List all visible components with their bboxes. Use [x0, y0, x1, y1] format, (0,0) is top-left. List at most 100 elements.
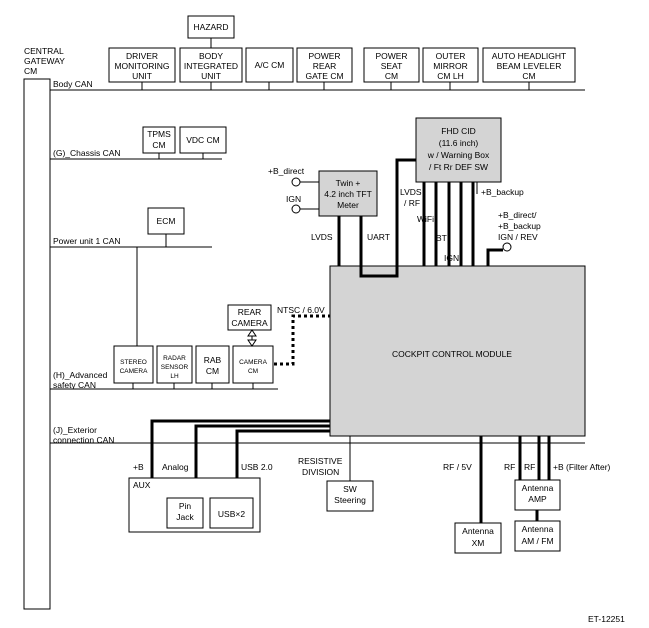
svg-text:CAMERA: CAMERA: [120, 368, 148, 375]
antenna-amp-unit: RF RF +B (Filter After) Antenna AMP: [504, 436, 611, 511]
svg-text:CM: CM: [248, 368, 258, 375]
aux-input-lines: +B Analog USB 2.0: [133, 419, 330, 498]
svg-text:RAB: RAB: [204, 355, 222, 365]
svg-text:XM: XM: [472, 538, 485, 548]
svg-text:LVDS: LVDS: [311, 232, 333, 242]
svg-text:REAR: REAR: [238, 307, 262, 317]
body-integrated-unit: BODY INTEGRATED UNIT: [179, 47, 243, 90]
svg-text:CM: CM: [24, 66, 37, 76]
svg-text:(H)_Advanced: (H)_Advanced: [53, 370, 108, 380]
tft-meter-unit: Twin + 4.2 inch TFT Meter: [318, 170, 378, 217]
svg-text:Meter: Meter: [337, 200, 359, 210]
svg-text:IGN: IGN: [286, 194, 301, 204]
svg-text:INTEGRATED: INTEGRATED: [184, 61, 238, 71]
svg-text:SEAT: SEAT: [381, 61, 403, 71]
hazard-unit: HAZARD: [187, 15, 235, 48]
svg-text:TPMS: TPMS: [147, 129, 171, 139]
svg-text:Antenna: Antenna: [522, 483, 554, 493]
cockpit-control-module: COCKPIT CONTROL MODULE: [329, 265, 586, 437]
meter-uart-link: UART: [359, 158, 416, 278]
svg-text:CENTRAL: CENTRAL: [24, 46, 64, 56]
radar-sensor-lh-unit: RADAR SENSOR LH: [156, 345, 193, 389]
svg-text:ECM: ECM: [157, 216, 176, 226]
svg-text:COCKPIT CONTROL MODULE: COCKPIT CONTROL MODULE: [392, 349, 512, 359]
svg-text:(11.6 inch): (11.6 inch): [439, 138, 479, 148]
central-gateway: CENTRAL GATEWAY CM: [23, 46, 65, 610]
exterior-can-bus: (J)_Exterior connection CAN: [50, 425, 585, 445]
svg-text:CM: CM: [385, 71, 398, 81]
svg-text:GATE CM: GATE CM: [305, 71, 343, 81]
svg-text:REAR: REAR: [313, 61, 337, 71]
svg-text:+B_direct/: +B_direct/: [498, 210, 537, 220]
svg-text:+B_backup: +B_backup: [481, 187, 524, 197]
svg-text:WiFi: WiFi: [417, 214, 434, 224]
svg-text:LH: LH: [170, 373, 179, 380]
svg-text:LVDS: LVDS: [400, 187, 422, 197]
svg-text:+B_backup: +B_backup: [498, 221, 541, 231]
svg-text:BT: BT: [436, 233, 447, 243]
sw-steering-unit: RESISTIVE DIVISION SW Steering: [298, 436, 374, 512]
svg-text:+B (Filter After): +B (Filter After): [553, 462, 611, 472]
ac-cm-unit: A/C CM: [245, 47, 294, 90]
camera-link-arrow: [247, 329, 257, 347]
svg-text:MONITORING: MONITORING: [114, 61, 169, 71]
svg-text:USB 2.0: USB 2.0: [241, 462, 273, 472]
svg-text:HAZARD: HAZARD: [194, 22, 229, 32]
svg-text:SENSOR: SENSOR: [161, 364, 189, 371]
svg-text:STEREO: STEREO: [120, 359, 147, 366]
meter-ign-terminal: IGN: [286, 194, 319, 214]
svg-text:GATEWAY: GATEWAY: [24, 56, 65, 66]
svg-text:A/C CM: A/C CM: [255, 60, 285, 70]
svg-text:MIRROR: MIRROR: [433, 61, 467, 71]
rab-cm-unit: RAB CM: [195, 345, 230, 389]
svg-text:UART: UART: [367, 232, 390, 242]
tpms-cm-unit: TPMS CM: [142, 126, 176, 159]
svg-text:AM / FM: AM / FM: [521, 536, 553, 546]
pin-jack-unit: Pin Jack: [166, 497, 204, 529]
svg-text:VDC CM: VDC CM: [186, 135, 220, 145]
meter-lvds-link: LVDS: [311, 216, 341, 266]
power-unit-can-bus: Power unit 1 CAN: [50, 236, 212, 248]
svg-text:(G)_Chassis CAN: (G)_Chassis CAN: [53, 148, 121, 158]
camera-cm-unit: CAMERA CM: [232, 345, 274, 389]
auto-headlight-beam-leveler-cm-unit: AUTO HEADLIGHT BEAM LEVELER CM: [482, 47, 576, 90]
svg-text:POWER: POWER: [308, 51, 340, 61]
meter-b-direct-terminal: +B_direct: [268, 166, 319, 187]
svg-text:/ RF: / RF: [404, 198, 420, 208]
svg-text:Antenna: Antenna: [522, 524, 554, 534]
svg-text:Power unit 1 CAN: Power unit 1 CAN: [53, 236, 121, 246]
chassis-can-bus: (G)_Chassis CAN: [50, 148, 222, 160]
svg-text:CAMERA: CAMERA: [231, 318, 268, 328]
svg-text:RADAR: RADAR: [163, 355, 186, 362]
svg-text:Analog: Analog: [162, 462, 189, 472]
advanced-safety-can-bus: (H)_Advanced safety CAN: [50, 370, 278, 390]
svg-text:FHD CID: FHD CID: [441, 126, 475, 136]
svg-text:AUTO HEADLIGHT: AUTO HEADLIGHT: [492, 51, 566, 61]
cid-b-backup-terminal: +B_backup: [476, 182, 524, 197]
svg-text:BODY: BODY: [199, 51, 223, 61]
vdc-cm-unit: VDC CM: [179, 126, 227, 159]
rear-camera-unit: REAR CAMERA: [227, 304, 272, 331]
svg-text:RESISTIVE: RESISTIVE: [298, 456, 343, 466]
svg-text:safety CAN: safety CAN: [53, 380, 96, 390]
svg-text:DIVISION: DIVISION: [302, 467, 339, 477]
svg-text:+B: +B: [133, 462, 144, 472]
svg-text:RF: RF: [504, 462, 515, 472]
svg-text:Steering: Steering: [334, 495, 366, 505]
svg-text:CM: CM: [152, 140, 165, 150]
outer-mirror-cm-unit: OUTER MIRROR CM LH: [422, 47, 479, 90]
svg-text:w / Warning Box: w / Warning Box: [427, 150, 490, 160]
driver-monitoring-unit: DRIVER MONITORING UNIT: [108, 47, 176, 90]
svg-text:IGN / REV: IGN / REV: [498, 232, 538, 242]
svg-text:BEAM LEVELER: BEAM LEVELER: [497, 61, 562, 71]
svg-text:UNIT: UNIT: [201, 71, 221, 81]
svg-text:OUTER: OUTER: [436, 51, 466, 61]
svg-text:USB×2: USB×2: [218, 509, 245, 519]
svg-text:Pin: Pin: [179, 501, 192, 511]
cid-ccm-links: LVDS / RF WiFi BT IGN: [400, 182, 475, 266]
svg-text:IGN: IGN: [444, 253, 459, 263]
svg-text:CM: CM: [206, 366, 219, 376]
antenna-am-fm-unit: Antenna AM / FM: [514, 510, 561, 552]
ecm-unit: ECM: [147, 207, 185, 247]
